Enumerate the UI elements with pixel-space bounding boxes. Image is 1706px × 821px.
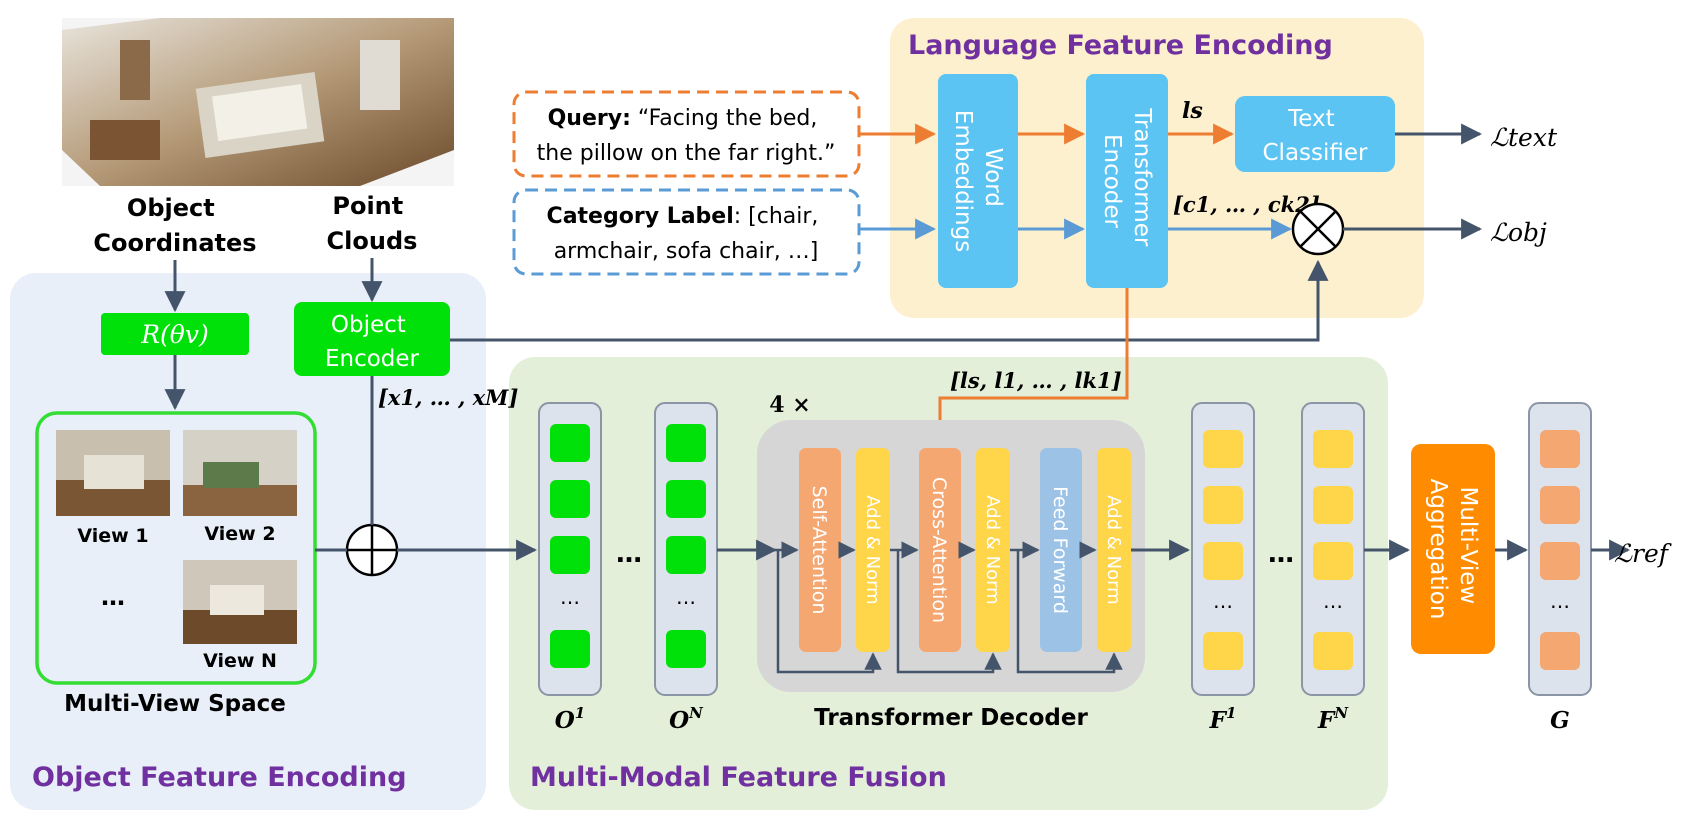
add-norm-label-3: Add & Norm: [1103, 495, 1124, 604]
object-encoder-block: [294, 302, 450, 376]
g-token: [1540, 430, 1580, 468]
loss-text: ℒtext: [1490, 123, 1558, 152]
cross-attention-label: Cross-Attention: [928, 477, 950, 623]
add-operator: [345, 523, 399, 577]
category-box: [512, 188, 861, 276]
f1-ellipsis: …: [1213, 589, 1233, 613]
fn-token: [1313, 542, 1353, 580]
g-ellipsis: …: [1550, 589, 1570, 613]
g-label: G: [1550, 707, 1570, 734]
language-feature-panel-title: Language Feature Encoding: [908, 30, 1333, 61]
fn-token: [1313, 486, 1353, 524]
add-norm-label-2: Add & Norm: [982, 495, 1003, 604]
cross-attention-block: [919, 448, 961, 652]
on-token: [666, 424, 706, 462]
o-columns-ellipsis: …: [616, 539, 642, 569]
l-sequence-label: [ls, l1, … , lk1]: [950, 368, 1122, 393]
transformer-decoder-label: Transformer Decoder: [814, 705, 1088, 731]
repeat-label: 4 ×: [769, 392, 810, 418]
point-clouds-label: Point Clouds: [327, 192, 418, 255]
self-attention-label: Self-Attention: [808, 486, 830, 615]
view-ellipsis: …: [101, 583, 125, 611]
on-label: ON: [669, 704, 704, 734]
view-2-label: View 2: [204, 523, 275, 545]
multiview-aggregation-block: [1411, 444, 1495, 654]
o1-token: [550, 630, 590, 668]
o1-token: [550, 480, 590, 518]
o1-token: [550, 536, 590, 574]
scene-image: [62, 18, 454, 186]
on-token: [666, 536, 706, 574]
add-norm-block-2: [976, 448, 1010, 652]
g-token: [1540, 632, 1580, 670]
add-norm-label-1: Add & Norm: [862, 495, 883, 604]
multiview-space-label: Multi-View Space: [64, 691, 286, 717]
view-1-image: [56, 430, 170, 516]
view-1-label: View 1: [77, 525, 148, 547]
add-norm-block-1: [856, 448, 890, 652]
g-token: [1540, 486, 1580, 524]
f1-token: [1203, 486, 1243, 524]
view-n-label: View N: [203, 650, 277, 672]
on-ellipsis: …: [676, 585, 696, 609]
f1-token: [1203, 542, 1243, 580]
rotation-block: [101, 313, 249, 355]
x-sequence-label: [x1, … , xM]: [378, 385, 518, 410]
object-feature-panel-title: Object Feature Encoding: [32, 762, 407, 793]
loss-obj: ℒobj: [1490, 218, 1547, 247]
rotation-label: R(θv): [140, 320, 209, 349]
on-token: [666, 480, 706, 518]
fn-token: [1313, 632, 1353, 670]
on-token: [666, 630, 706, 668]
object-feature-panel: [10, 273, 486, 810]
category-text: Category Label: [chair, armchair, sofa c…: [547, 204, 826, 264]
fn-token: [1313, 430, 1353, 468]
o1-label: O1: [555, 704, 585, 734]
text-classifier-label: Text Classifier: [1263, 106, 1369, 166]
f1-token: [1203, 430, 1243, 468]
transformer-encoder-label: Transformer Encoder: [1099, 107, 1155, 253]
feed-forward-block: [1040, 448, 1082, 652]
multiply-operator: [1291, 202, 1345, 256]
text-classifier-block: [1235, 96, 1395, 172]
word-embeddings-label: Word Embeddings: [950, 110, 1006, 252]
o1-ellipsis: …: [560, 585, 580, 609]
o1-token: [550, 424, 590, 462]
g-token: [1540, 542, 1580, 580]
transformer-encoder-block: [1086, 74, 1168, 288]
f1-token: [1203, 632, 1243, 670]
c-sequence-label: [c1, … , ck2]: [1173, 192, 1320, 217]
self-attention-block: [799, 448, 841, 652]
add-norm-block-3: [1097, 448, 1131, 652]
fn-ellipsis: …: [1323, 589, 1343, 613]
fn-label: FN: [1317, 704, 1349, 734]
object-coordinates-label: Object Coordinates: [93, 194, 256, 257]
multiview-space-box: [35, 411, 317, 685]
f-columns-ellipsis: …: [1268, 539, 1294, 569]
feed-forward-label: Feed Forward: [1049, 486, 1071, 614]
query-text: Query: “Facing the bed, the pillow on th…: [537, 106, 836, 166]
loss-ref: ℒref: [1614, 539, 1672, 568]
multiview-aggregation-label: Multi-View Aggregation: [1425, 479, 1481, 620]
word-embeddings-block: [938, 74, 1018, 288]
view-2-image: [183, 430, 297, 516]
ls-label: ls: [1182, 98, 1203, 124]
object-encoder-label: Object Encoder: [325, 312, 420, 372]
view-n-image: [183, 560, 297, 644]
fusion-panel-title: Multi-Modal Feature Fusion: [530, 762, 947, 793]
